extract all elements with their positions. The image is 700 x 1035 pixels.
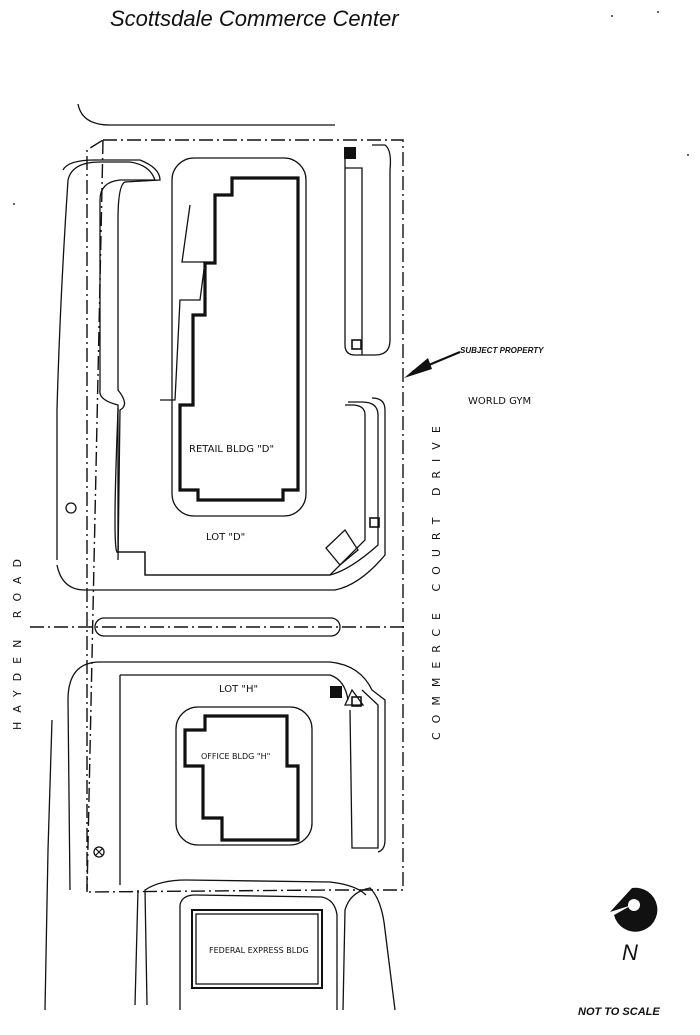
fedex-building-inner — [195, 913, 319, 985]
fedex-building-label: FEDERAL EXPRESS BLDG — [209, 946, 309, 955]
east-strip-outer — [362, 144, 392, 356]
marker-circle-x — [93, 846, 105, 858]
retail-west-edge — [160, 204, 206, 401]
hayden-road-edge — [44, 719, 53, 1011]
world-gym-label: WORLD GYM — [468, 396, 531, 407]
retail-island — [171, 157, 307, 517]
east-strip-lower — [349, 689, 379, 849]
lot-h-label: LOT "H" — [219, 684, 258, 695]
lot-d-corner-island — [325, 528, 359, 566]
plan-title: Scottsdale Commerce Center — [110, 6, 400, 31]
bottom-east-curb — [342, 887, 396, 1011]
lot-d-label: LOT "D" — [206, 532, 245, 543]
pointer-arrow-icon — [404, 350, 461, 378]
subject-property-label: SUBJECT PROPERTY — [460, 346, 544, 355]
office-building-label: OFFICE BLDG "H" — [201, 752, 270, 761]
north-label: N — [622, 940, 638, 965]
speckle — [13, 203, 15, 205]
lot-d-parking-outline — [117, 404, 366, 576]
speckle — [611, 15, 613, 17]
speckle — [687, 154, 689, 156]
utility-box-lot-d — [369, 517, 380, 528]
office-island — [175, 706, 313, 846]
trash-enclosure-upper — [344, 147, 356, 159]
fedex-building — [191, 909, 323, 989]
utility-box-lot-h — [351, 696, 362, 707]
marker-circle — [65, 502, 77, 514]
west-outer-curb-upper — [56, 159, 386, 591]
fedex-island — [179, 894, 338, 1010]
north-arrow-icon — [610, 887, 658, 932]
top-road-edge — [77, 103, 335, 126]
property-boundary — [86, 139, 404, 893]
lot-h-parking-outline — [119, 674, 349, 885]
west-curb-lower — [67, 661, 386, 891]
hayden-road-label: HAYDEN ROAD — [11, 550, 24, 730]
retail-building — [178, 176, 300, 502]
bottom-west-curb — [134, 879, 367, 1006]
speckle — [657, 11, 659, 13]
east-strip-upper — [344, 148, 363, 356]
commerce-court-drive-label: COMMERCE COURT DRIVE — [430, 417, 443, 740]
not-to-scale-label: NOT TO SCALE — [578, 1006, 660, 1018]
marker-x — [95, 848, 103, 856]
office-building — [183, 714, 300, 842]
west-curb-upper — [56, 161, 379, 576]
trash-enclosure-lower — [330, 686, 342, 698]
retail-building-label: RETAIL BLDG "D" — [189, 444, 274, 455]
utility-box-upper — [351, 339, 362, 350]
median-island — [94, 617, 341, 637]
